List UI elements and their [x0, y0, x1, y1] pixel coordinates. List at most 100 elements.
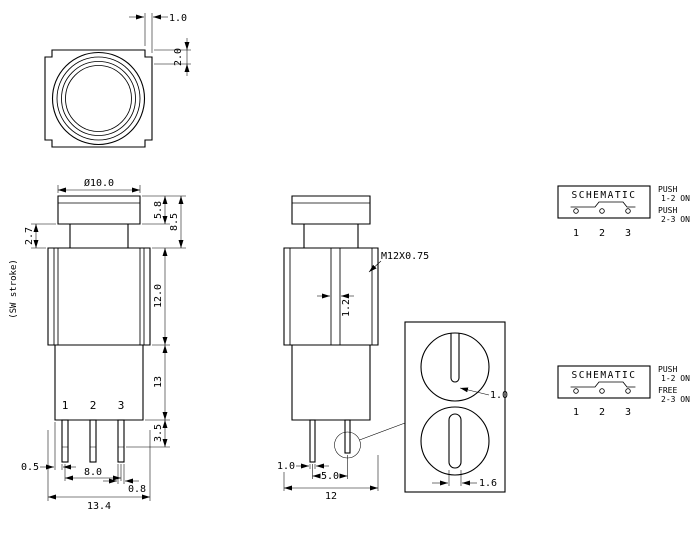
terminal-dot-3: [625, 388, 631, 394]
detail-callout-circle: [334, 431, 361, 459]
schematic-pin-2: 2: [599, 407, 605, 418]
cap-circle-outer: [51, 51, 146, 146]
switch-contact-symbol: [570, 381, 636, 388]
dim-cap-diameter: Ø10.0: [57, 177, 141, 193]
dim-text: 5.8: [153, 201, 164, 219]
terminal-dot-1: [573, 208, 579, 214]
cap-outline: [291, 195, 371, 225]
neck-outline: [69, 223, 129, 249]
dim-stroke: 2.7 (SW stroke): [9, 223, 56, 319]
bushing-outline: [283, 247, 379, 346]
schematic-box: [557, 185, 651, 219]
terminal-dot-3: [625, 208, 631, 214]
base-outline: [291, 344, 371, 421]
note-state: 2-3 ON: [661, 395, 690, 404]
dim-pin-thickness: 1.0: [459, 387, 508, 401]
dim-text: 0.5: [21, 462, 39, 473]
dim-right-stack: 5.8 8.5 12.0 13 3.5: [126, 195, 186, 448]
dim-text: 3.5: [153, 424, 164, 442]
dim-pin-width: 0.8: [103, 464, 146, 495]
base-outline: [54, 344, 144, 421]
dim-text: 12: [325, 491, 337, 502]
dim-body-depth: 12: [283, 455, 379, 502]
terminal-dot-2: [599, 208, 605, 214]
dim-pin-pitch: 5.0: [312, 455, 348, 482]
dim-slot-width: 1.2: [317, 293, 354, 317]
leader-arrow: [368, 260, 382, 273]
note-action: FREE: [658, 386, 677, 395]
dim-text: 13: [153, 376, 164, 388]
note-state: 2-3 ON: [661, 215, 690, 224]
schematic-pin-1: 1: [573, 407, 579, 418]
cap-outline: [57, 195, 141, 225]
pin-label-1: 1: [62, 399, 69, 412]
ext-line: [47, 430, 151, 501]
dim-body-width: 13.4: [47, 430, 151, 512]
bushing-wall-lines: [289, 247, 373, 346]
schematic-pin-3: 3: [625, 407, 631, 418]
top-view: 1.0 2.0: [44, 13, 191, 148]
ext-line: [126, 195, 186, 448]
pin-rear: [344, 419, 351, 454]
dim-text: 1.0: [277, 461, 295, 472]
dim-text: 1.0: [169, 13, 187, 24]
dim-text: 2.7: [24, 227, 35, 245]
cap-circle: [56, 56, 141, 141]
dim-text: 1.0: [490, 390, 508, 401]
pin-label-3: 3: [118, 399, 125, 412]
dim-text: 5.0: [321, 471, 339, 482]
dim-text: Ø10.0: [84, 177, 114, 189]
note-action: PUSH: [658, 206, 677, 215]
leader-arrow: [459, 387, 490, 396]
bushing-wall-lines: [53, 247, 145, 346]
dim-text: 8.0: [84, 467, 102, 478]
detail-frame: [404, 321, 506, 493]
schematic-pin-1: 1: [573, 228, 579, 239]
dim-text: 13.4: [87, 501, 111, 512]
note-state: 1-2 ON: [661, 374, 690, 383]
schematic-top: SCHEMATIC 1 2 3 PUSH 1-2 ON PUSH 2-3 ON: [557, 185, 690, 239]
thread-callout: M12X0.75: [368, 251, 429, 273]
ext-line: [144, 13, 153, 53]
side-view: M12X0.75 1.2 1.0 5.0 12: [277, 195, 429, 502]
pin-2: [89, 419, 97, 463]
hole-slot: [448, 413, 462, 469]
detail-leader-line: [359, 422, 406, 441]
schematic-pin-3: 3: [625, 228, 631, 239]
top-view-outline: [44, 49, 153, 148]
terminal-detail-view: 1.0 1.6: [404, 321, 508, 493]
switch-contact-symbol: [570, 201, 636, 208]
stroke-note: (SW stroke): [9, 259, 19, 319]
neck-outline: [303, 223, 359, 249]
terminal-dot-1: [573, 388, 579, 394]
dim-text: 1.6: [479, 478, 497, 489]
schematic-bottom: SCHEMATIC 1 2 3 PUSH 1-2 ON FREE 2-3 ON: [557, 365, 690, 418]
ext-line: [54, 422, 63, 470]
note-action: PUSH: [658, 185, 677, 194]
dim-pin-span: 8.0: [64, 464, 122, 481]
schematic-pin-2: 2: [599, 228, 605, 239]
pin-section-slot: [450, 333, 460, 383]
pin-3: [117, 419, 125, 463]
detail-circle-bottom: [420, 406, 490, 476]
ext-line: [117, 464, 125, 484]
schematic-title: SCHEMATIC: [572, 190, 637, 201]
pin-1: [61, 419, 69, 463]
dim-text: 2.0: [173, 48, 184, 66]
dim-corner-notch: 1.0: [129, 13, 187, 53]
dim-pin-width: 1.0: [277, 461, 329, 472]
thread-text: M12X0.75: [381, 251, 429, 262]
dim-hole-width: 1.6: [432, 470, 497, 489]
note-state: 1-2 ON: [661, 194, 690, 203]
dim-text: 12.0: [153, 284, 164, 308]
detail-circle-top: [420, 332, 490, 402]
note-action: PUSH: [658, 365, 677, 374]
cap-circle: [65, 65, 132, 132]
front-view: 1 2 3 Ø10.0 5.8 8.5 12.0 13 3.5 2.7 (SW …: [9, 177, 186, 512]
pin-label-2: 2: [90, 399, 97, 412]
ext-line: [309, 464, 316, 469]
schematic-box: [557, 365, 651, 399]
pin-front: [309, 419, 316, 463]
